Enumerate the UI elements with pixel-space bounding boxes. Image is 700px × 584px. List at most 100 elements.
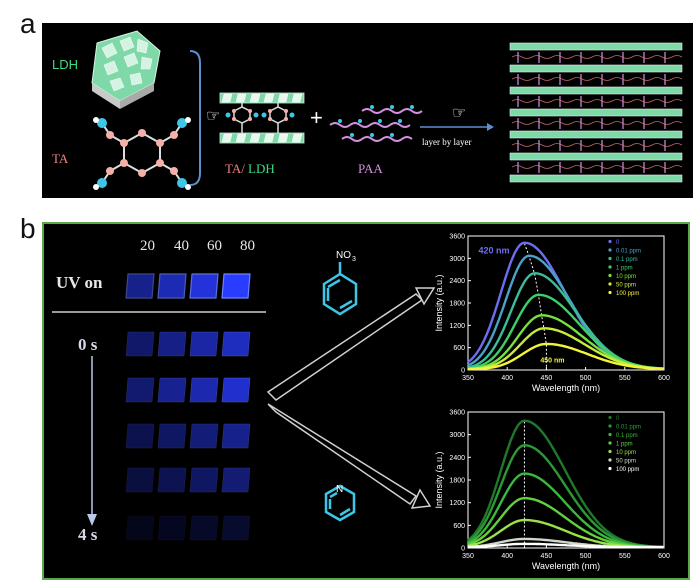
pointing-hand-icon-2: ☞ bbox=[452, 105, 466, 122]
interlayer-ta bbox=[511, 165, 683, 169]
y-tick-label: 1200 bbox=[449, 323, 465, 330]
spectrum-line bbox=[468, 327, 664, 371]
y-tick-label: 600 bbox=[453, 523, 465, 530]
interlayer-ta bbox=[511, 143, 683, 147]
legend-marker bbox=[608, 248, 612, 252]
plus-sign: + bbox=[310, 105, 323, 130]
panel-b: 20 40 60 80 UV on 0 s 4 s NO 3 bbox=[42, 222, 690, 580]
peak-annotation-end: 450 nm bbox=[540, 358, 564, 365]
x-tick-label: 350 bbox=[462, 375, 474, 382]
film-tile bbox=[189, 273, 219, 299]
x-tick-label: 450 bbox=[541, 375, 553, 382]
legend-marker bbox=[608, 441, 612, 445]
film-tile bbox=[189, 423, 219, 449]
y-tick-label: 3600 bbox=[449, 410, 465, 417]
legend-entry: 0 bbox=[616, 240, 620, 246]
film-tile bbox=[125, 377, 155, 403]
film-tile bbox=[221, 423, 251, 449]
legend-entry: 50 ppm bbox=[616, 459, 636, 465]
film-tile bbox=[157, 423, 187, 449]
multilayer-film-icon bbox=[509, 42, 683, 183]
film-tile bbox=[157, 467, 187, 493]
x-tick-label: 400 bbox=[501, 553, 513, 560]
ldh-sheet bbox=[509, 130, 683, 139]
pyridine-molecule-icon bbox=[324, 484, 356, 522]
ldh-sheet bbox=[509, 152, 683, 161]
x-tick-label: 550 bbox=[619, 553, 631, 560]
column-label-3: 60 bbox=[207, 238, 222, 254]
x-tick-label: 500 bbox=[580, 553, 592, 560]
y-tick-label: 3000 bbox=[449, 256, 465, 263]
legend-entry: 50 ppm bbox=[616, 283, 636, 289]
legend-entry: 10 ppm bbox=[616, 274, 636, 280]
spectrum-line bbox=[467, 542, 664, 549]
ldh-structure-icon bbox=[91, 30, 161, 109]
column-labels: 20 40 60 80 bbox=[140, 238, 255, 254]
film-tile bbox=[189, 515, 219, 541]
nitro-group-subscript: 3 bbox=[352, 256, 356, 263]
film-tile bbox=[157, 377, 187, 403]
legend-marker bbox=[608, 432, 612, 437]
legend-marker bbox=[608, 265, 612, 269]
film-tile bbox=[189, 467, 219, 493]
ta-ldh-structure-icon bbox=[219, 92, 305, 144]
interlayer-ta bbox=[511, 99, 683, 103]
ldh-sheet bbox=[509, 174, 683, 183]
legend-marker bbox=[608, 273, 612, 278]
ldh-sheet bbox=[509, 42, 683, 51]
legend-entry: 0.1 ppm bbox=[616, 433, 638, 439]
nitro-group-label: NO bbox=[336, 250, 351, 261]
y-tick-label: 1800 bbox=[449, 478, 465, 485]
y-tick-label: 600 bbox=[453, 345, 465, 352]
column-label-1: 20 bbox=[140, 238, 155, 254]
ta-ldh-label-ta: TA/ bbox=[225, 161, 245, 176]
film-tile bbox=[157, 515, 187, 541]
legend-entry: 0.1 ppm bbox=[616, 257, 638, 263]
x-tick-label: 600 bbox=[658, 375, 670, 382]
column-label-2: 40 bbox=[174, 238, 189, 254]
x-tick-label: 350 bbox=[462, 553, 474, 560]
x-tick-label: 500 bbox=[580, 375, 592, 382]
film-tile bbox=[125, 273, 155, 299]
time-end-label: 4 s bbox=[78, 525, 98, 544]
y-tick-label: 3000 bbox=[449, 432, 465, 439]
film-tile bbox=[221, 377, 251, 403]
y-tick-label: 3600 bbox=[449, 234, 465, 241]
film-tile bbox=[157, 331, 187, 357]
y-tick-label: 0 bbox=[461, 368, 465, 375]
ta-atoms bbox=[93, 117, 191, 190]
y-tick-label: 2400 bbox=[449, 455, 465, 462]
x-axis-label: Wavelength (nm) bbox=[532, 383, 600, 393]
film-tile bbox=[157, 273, 187, 299]
film-tile bbox=[221, 273, 251, 299]
legend-marker bbox=[608, 449, 612, 454]
legend-marker bbox=[608, 239, 612, 244]
legend-marker bbox=[608, 424, 612, 428]
peak-shift-guide bbox=[523, 243, 547, 370]
paa-chains-icon bbox=[329, 105, 423, 142]
legend-marker bbox=[608, 415, 612, 420]
legend-marker bbox=[608, 282, 612, 286]
ldh-sheet bbox=[509, 108, 683, 117]
bracket-shape bbox=[189, 50, 201, 186]
panel-b-letter: b bbox=[20, 213, 36, 244]
nitrobenzene-molecule-icon bbox=[322, 262, 358, 316]
ldh-sheet bbox=[509, 64, 683, 73]
film-tile bbox=[125, 331, 155, 357]
legend-entry: 0.01 ppm bbox=[616, 425, 641, 431]
film-tile bbox=[125, 423, 155, 449]
film-tile bbox=[125, 467, 155, 493]
ldh-sheet bbox=[509, 86, 683, 95]
legend-entry: 10 ppm bbox=[616, 450, 636, 456]
legend-entry: 1 ppm bbox=[616, 442, 633, 448]
pointing-hand-icon: ☞ bbox=[206, 108, 220, 125]
y-tick-label: 0 bbox=[461, 546, 465, 553]
legend-entry: 0.01 ppm bbox=[616, 249, 641, 255]
uv-on-label: UV on bbox=[56, 273, 103, 292]
film-tile bbox=[221, 515, 251, 541]
branch-arrows bbox=[266, 287, 436, 509]
column-label-4: 80 bbox=[240, 238, 255, 254]
legend-marker bbox=[608, 466, 612, 471]
